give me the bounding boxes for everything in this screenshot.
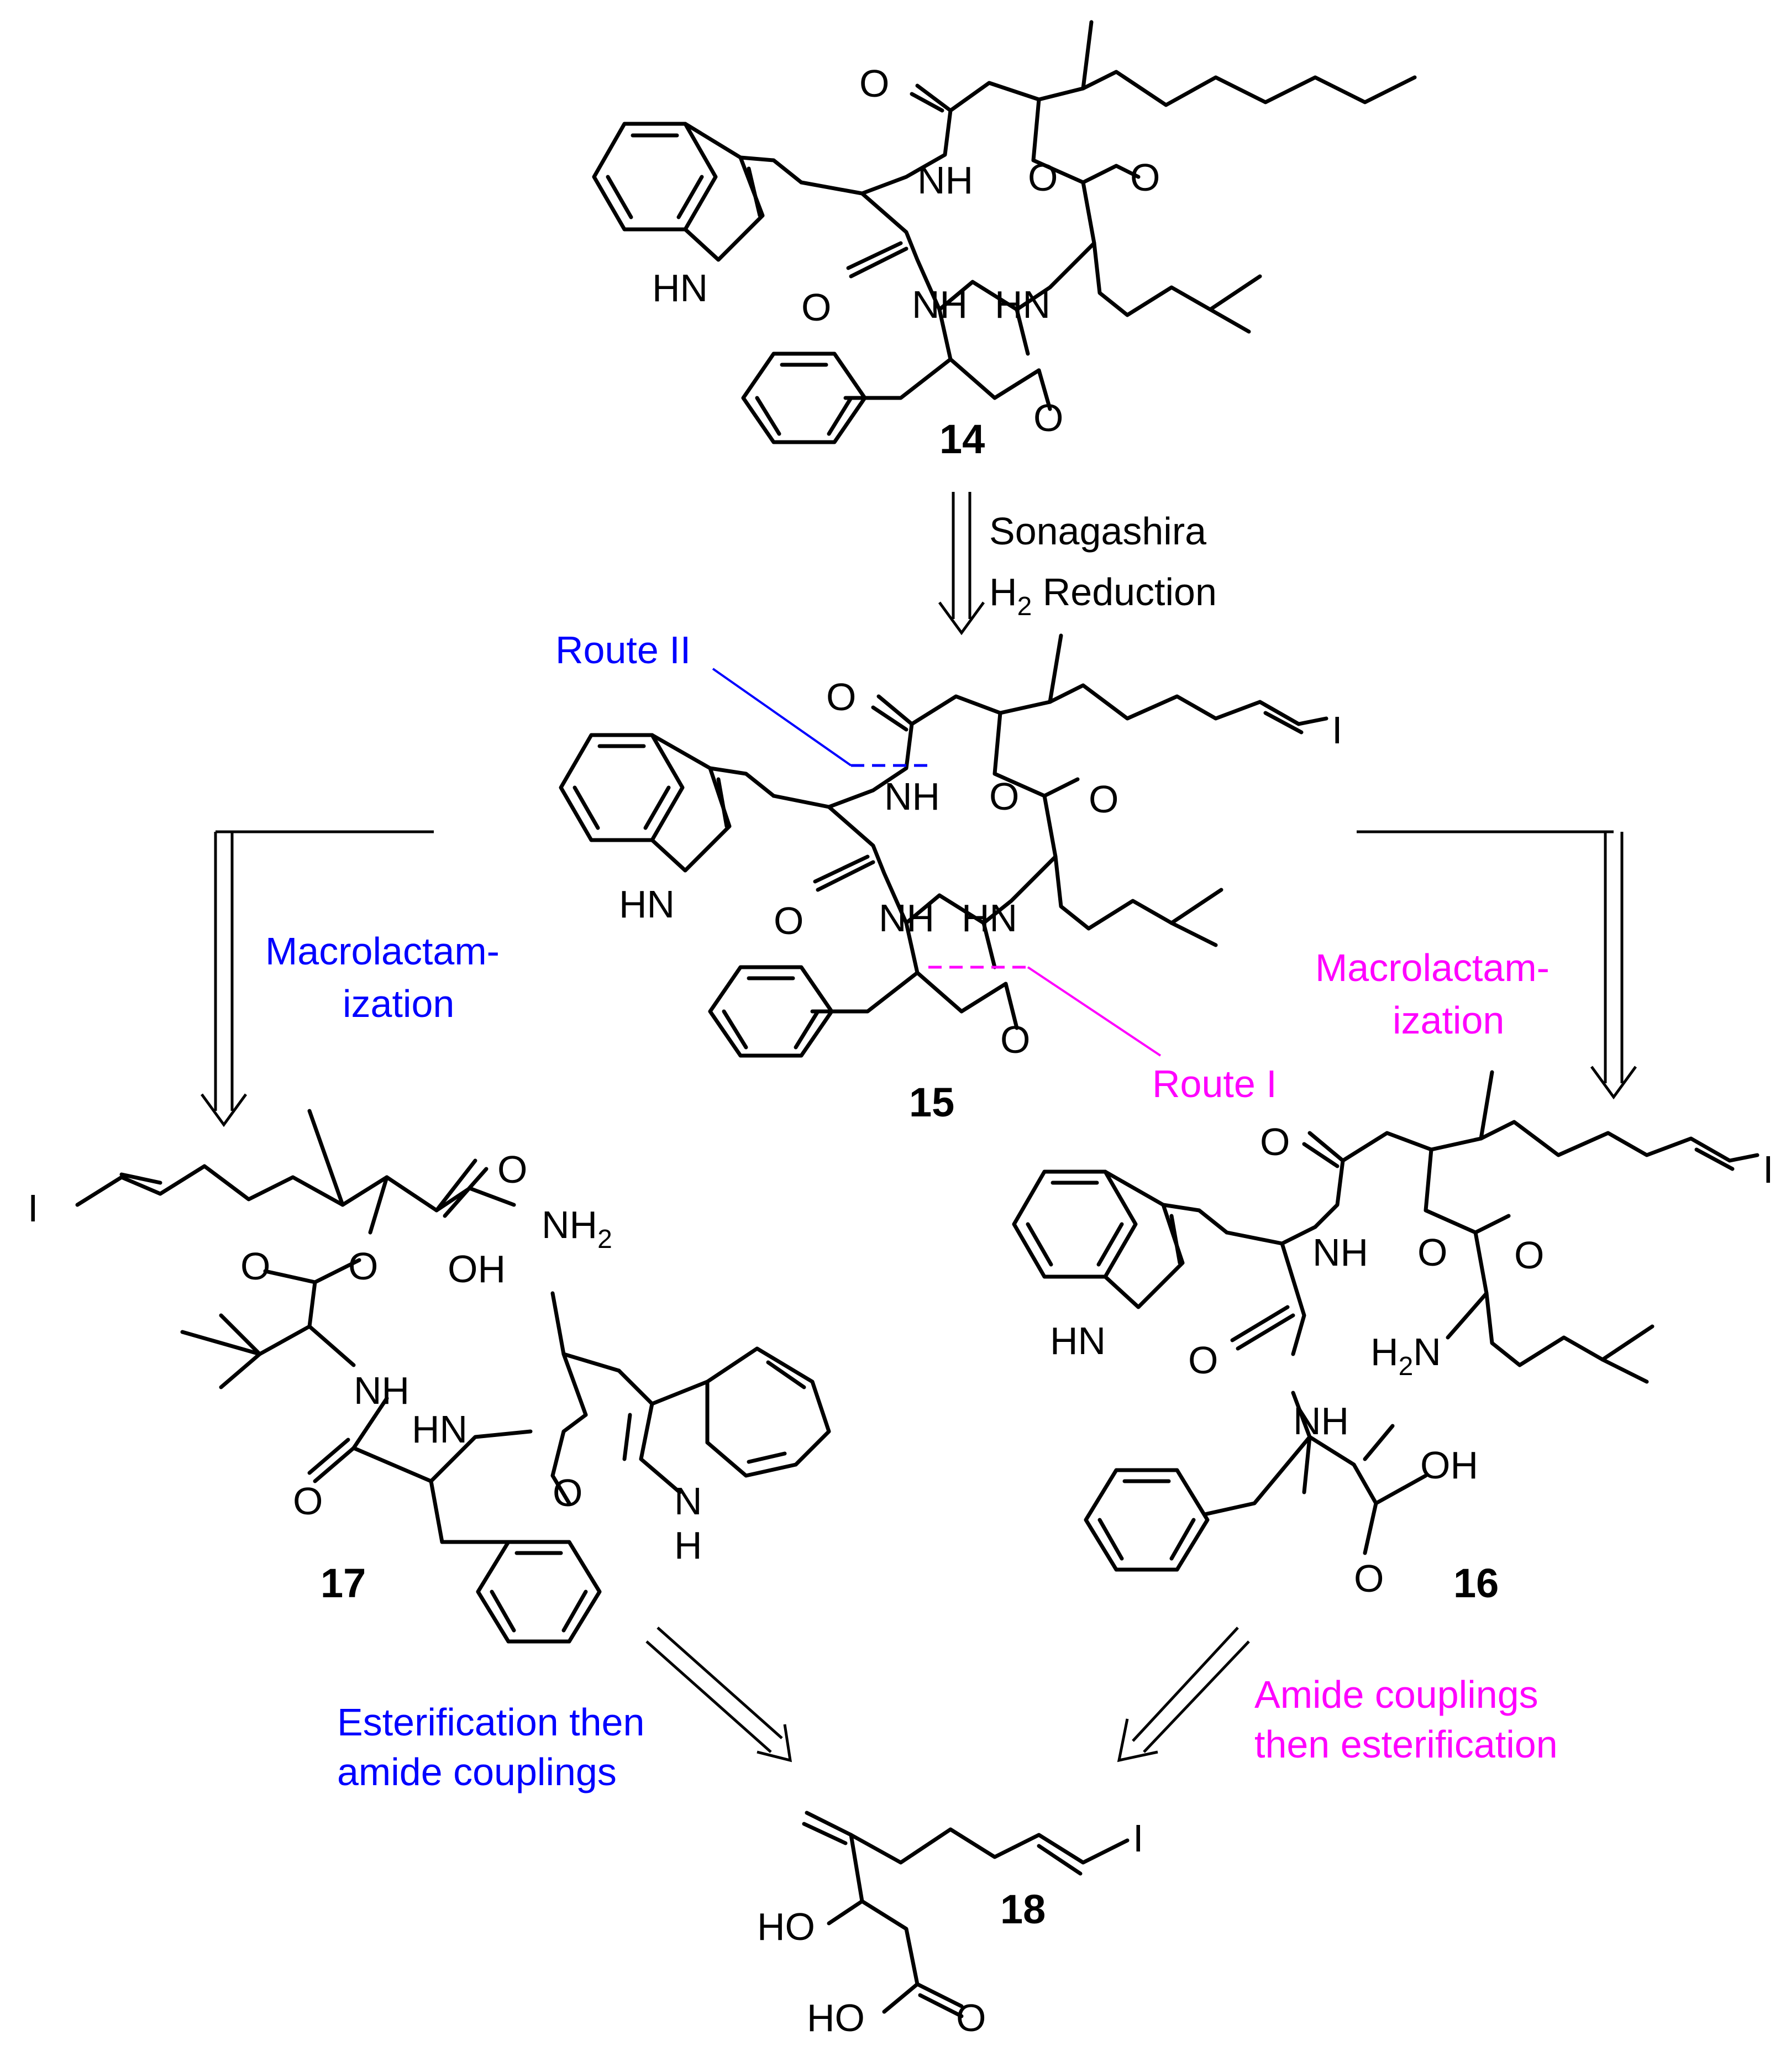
retro-arrow-16-18 [1117, 1627, 1250, 1762]
right-amide-line1: Amide couplings [1254, 1673, 1538, 1716]
compound-17-indole-n: N [674, 1480, 702, 1523]
compound-17-acid-carbonyl-o: O [497, 1148, 527, 1191]
compound-18-ho: HO [757, 1905, 815, 1948]
compound-17-amide-nh: NH [354, 1369, 409, 1412]
right-macrolactamization-line1: Macrolactam- [1315, 946, 1550, 989]
condition-h2-reduction: H2 Reduction [989, 570, 1217, 621]
route-ii-label: Route II [555, 628, 691, 672]
retro-arrow-15-17 [200, 830, 434, 1127]
compound-14-structure [592, 20, 1417, 444]
compound-18-acid-carbonyl-o: O [956, 1996, 986, 2039]
left-macrolactamization-line1: Macrolactam- [265, 930, 500, 973]
compound-16-h2n: H2N [1370, 1330, 1441, 1381]
compound-17-label: 17 [321, 1560, 366, 1606]
compound-17-carbonyl-o: O [553, 1471, 582, 1514]
compound-15-label: 15 [909, 1079, 954, 1125]
compound-14-carbonyl-o: O [801, 286, 831, 329]
compound-16-ester-o: O [1417, 1231, 1447, 1274]
right-amide-line2: then esterification [1254, 1723, 1558, 1766]
compound-17-acid-oh: OH [448, 1247, 506, 1291]
compound-16-label: 16 [1453, 1560, 1499, 1606]
compound-14-carbonyl-o-2: O [1033, 396, 1063, 439]
compound-14-amide-nh-2: NH [912, 283, 968, 326]
compound-18-structure [802, 1811, 1130, 2018]
compound-15-structure [559, 633, 1328, 1058]
right-macrolactamization-line2: ization [1393, 999, 1504, 1042]
route-ii-leader-line [712, 668, 852, 767]
left-esterification-line1: Esterification then [337, 1701, 644, 1744]
compound-17-carbonyl-o-2: O [293, 1480, 323, 1523]
compound-18-label: 18 [1000, 1886, 1046, 1932]
compound-16-ester-carbonyl-o: O [1514, 1234, 1544, 1277]
compound-17-nh2: NH2 [542, 1203, 612, 1254]
compound-15-indole-hn: HN [619, 883, 675, 926]
compound-17-amide-hn: HN [412, 1408, 468, 1451]
compound-15-ester-o: O [989, 775, 1019, 818]
route-i-label: Route I [1152, 1062, 1277, 1105]
compound-14-indole-hn: HN [652, 266, 708, 310]
compound-15-amide-nh: NH [884, 775, 940, 818]
compound-14-amide-hn: HN [995, 283, 1051, 326]
compound-15-iodine: I [1332, 709, 1342, 752]
compound-17-iodine: I [28, 1187, 38, 1230]
compound-15-ketone-o: O [826, 675, 856, 718]
compound-17-ester-carbonyl-o: O [240, 1245, 270, 1288]
compound-15-amide-hn: HN [962, 896, 1017, 940]
compound-15-ester-carbonyl-o: O [1089, 778, 1118, 821]
compound-16-amide-nh-2: NH [1293, 1399, 1349, 1442]
retro-arrow-17-18 [645, 1627, 792, 1762]
compound-15-amide-nh-2: NH [879, 896, 934, 940]
compound-16-amide-nh: NH [1312, 1231, 1368, 1274]
compound-17-indole-h: H [674, 1524, 702, 1567]
compound-16-structure [1012, 1070, 1760, 1572]
compound-14-amide-nh: NH [917, 159, 973, 202]
condition-sonagashira: Sonagashira [989, 510, 1206, 553]
compound-17-ester-o: O [348, 1245, 378, 1288]
retro-arrow-15-16 [1357, 830, 1637, 1100]
compound-14-label: 14 [939, 416, 985, 462]
route-i-leader-line [1027, 966, 1162, 1057]
compound-14-ester-o: O [1028, 156, 1058, 199]
compound-15-carbonyl-o: O [774, 899, 803, 942]
compound-15-carbonyl-o-2: O [1000, 1018, 1030, 1061]
compound-14-ketone-o: O [859, 62, 889, 105]
left-macrolactamization-line2: ization [343, 982, 454, 1025]
compound-18-acid-ho: HO [807, 1996, 865, 2039]
compound-16-acid-oh: OH [1420, 1444, 1478, 1487]
compound-16-iodine: I [1763, 1148, 1773, 1191]
left-esterification-line2: amide couplings [337, 1750, 617, 1793]
compound-14-ester-carbonyl-o: O [1130, 156, 1160, 199]
retro-arrow-14-15 [938, 492, 985, 636]
compound-16-carbonyl-o: O [1188, 1339, 1218, 1382]
compound-16-indole-hn: HN [1050, 1319, 1106, 1362]
compound-16-ketone-o: O [1260, 1120, 1290, 1163]
compound-16-acid-carbonyl-o: O [1354, 1557, 1384, 1600]
compound-18-iodine: I [1133, 1817, 1143, 1860]
compound-17-structure [75, 1109, 831, 1644]
